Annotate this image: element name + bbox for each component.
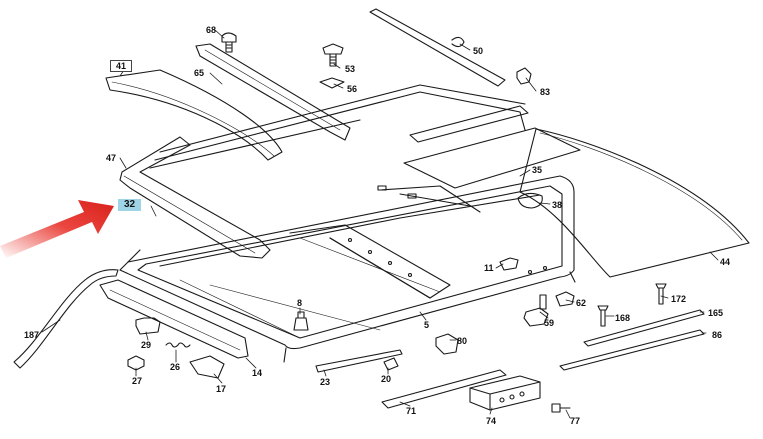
callout-80: 80 (457, 336, 468, 346)
callout-71: 71 (406, 406, 417, 416)
screw-59 (523, 294, 549, 327)
callout-38: 38 (552, 200, 563, 210)
callout-44: 44 (720, 257, 731, 267)
callout-29: 29 (141, 340, 152, 350)
callout-17: 17 (216, 384, 227, 394)
callout-53: 53 (345, 64, 356, 74)
callout-20: 20 (381, 374, 392, 384)
callout-59: 59 (544, 318, 555, 328)
callout-77: 77 (570, 416, 581, 426)
trim-14 (99, 279, 249, 359)
callout-47: 47 (106, 153, 117, 163)
rail-bar-83 (409, 105, 529, 143)
strip-86 (559, 329, 705, 371)
guide-rail-65 (195, 43, 351, 141)
callout-26: 26 (170, 362, 181, 372)
nut-56 (319, 77, 345, 89)
fastener-80 (435, 333, 459, 355)
screw-172 (655, 283, 667, 305)
callout-14: 14 (252, 368, 263, 378)
frame-rail (149, 84, 526, 169)
callout-83: 83 (540, 87, 551, 97)
lever-23 (315, 349, 403, 373)
screw-77 (551, 403, 571, 413)
callout-23: 23 (320, 377, 331, 387)
callout-168: 168 (615, 313, 631, 323)
callout-68: 68 (206, 25, 217, 35)
callout-165: 165 (708, 308, 724, 318)
callout-5: 5 (424, 320, 430, 330)
screw-168 (597, 305, 609, 327)
nut-62 (555, 291, 575, 307)
callout-65: 65 (194, 68, 205, 78)
callout-11: 11 (484, 263, 494, 273)
sunroof-frame-5 (119, 175, 576, 363)
clip-29 (135, 317, 161, 335)
callout-27: 27 (132, 376, 143, 386)
callout-56: 56 (347, 84, 358, 94)
callout-35: 35 (532, 165, 543, 175)
screw-68 (221, 32, 237, 53)
deflector-41 (105, 69, 283, 161)
cover-38 (517, 192, 543, 209)
callout-32-highlighted: 32 (118, 199, 142, 211)
red-pointer-arrow (0, 200, 114, 258)
callout-74: 74 (486, 416, 497, 426)
callout-41: 41 (110, 60, 133, 72)
callout-62: 62 (576, 298, 587, 308)
spring-26 (165, 342, 191, 348)
bolt-53 (322, 43, 344, 67)
screw-8 (293, 311, 309, 331)
callout-187: 187 (24, 330, 40, 340)
clip-11 (499, 257, 519, 271)
nut-27 (127, 355, 145, 371)
callout-86: 86 (712, 330, 723, 340)
bracket-17 (189, 355, 225, 379)
motor-74 (469, 375, 541, 411)
rod-50 (369, 8, 506, 87)
glass-panel-44 (519, 128, 750, 278)
strip-71 (381, 369, 507, 409)
seal-47 (119, 136, 271, 259)
headliner-panel-35 (403, 127, 581, 189)
clip-20 (383, 357, 399, 371)
strip-165 (583, 309, 705, 347)
callout-50: 50 (473, 46, 484, 56)
callout-172: 172 (671, 294, 687, 304)
callout-8: 8 (297, 298, 303, 308)
